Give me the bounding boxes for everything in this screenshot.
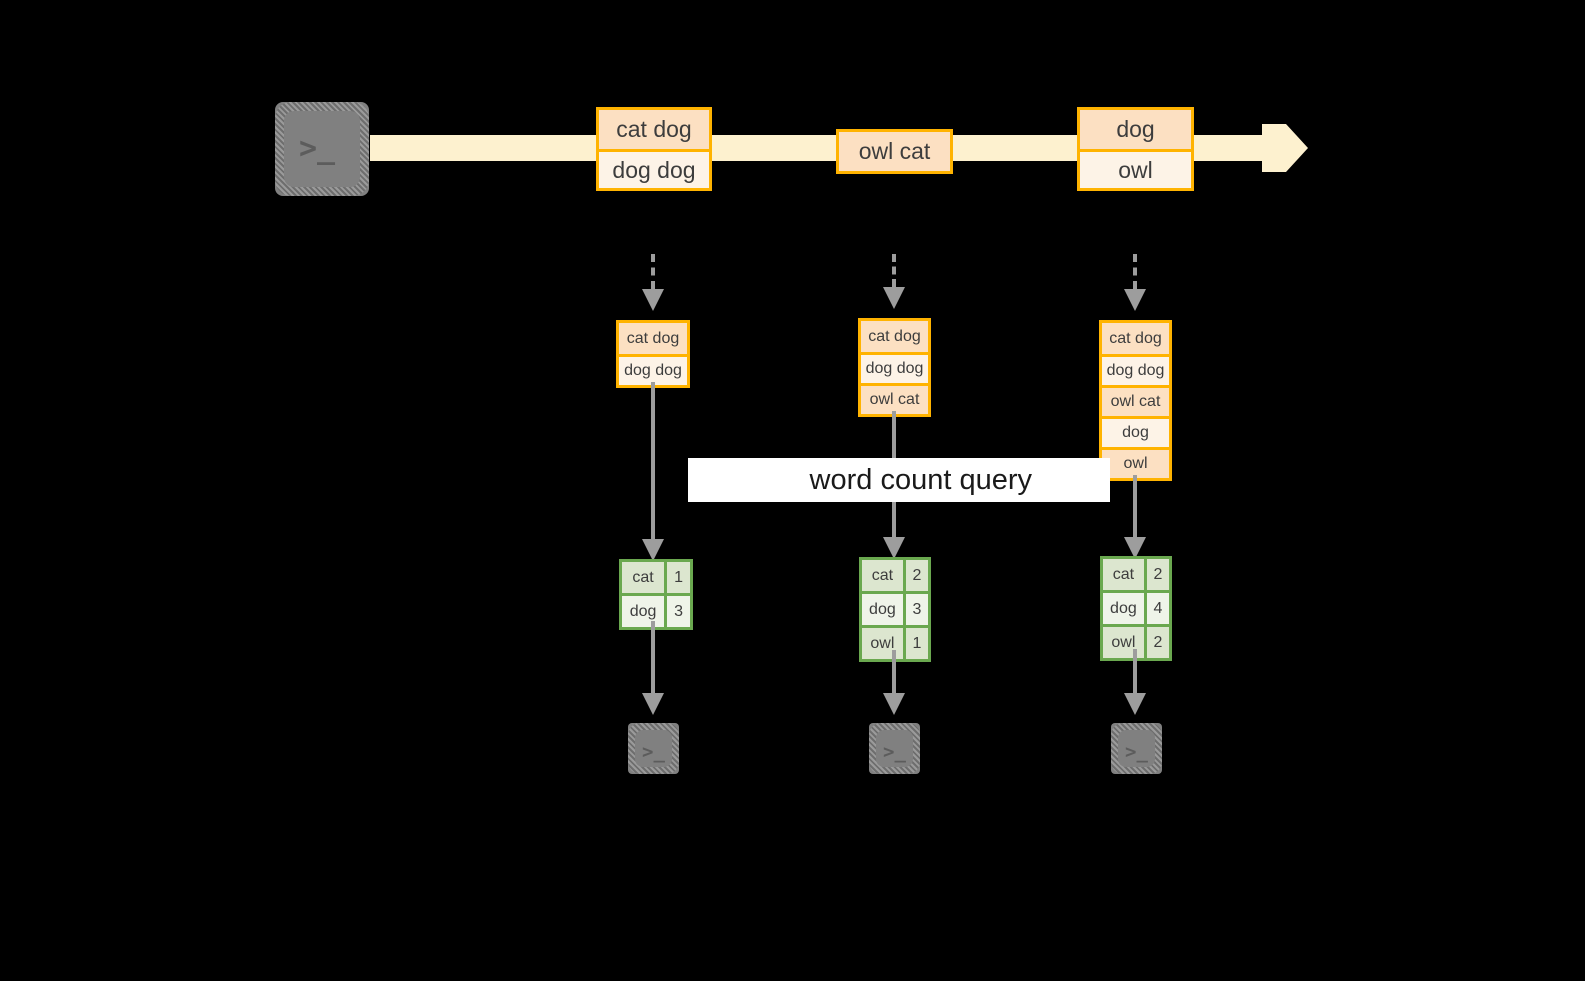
- stream-event-2: owl cat: [836, 129, 953, 174]
- stream-to-snapshot-connector-3: [1133, 254, 1137, 289]
- result-count: 3: [664, 596, 690, 627]
- stream-event-line: dog: [1080, 110, 1191, 149]
- snapshot-2-input-table: cat dog dog dog owl cat: [858, 318, 931, 417]
- snapshot-input-row: owl cat: [861, 383, 928, 414]
- result-word: dog: [862, 594, 903, 625]
- stream-event-line: dog dog: [599, 149, 709, 188]
- snapshot-input-row: owl: [1102, 447, 1169, 478]
- result-word: cat: [1103, 559, 1144, 590]
- terminal-screen: [876, 730, 913, 767]
- snapshot-input-row: cat dog: [861, 321, 928, 352]
- query-arrowhead-3: [1124, 537, 1146, 559]
- query-connector-3: [1133, 475, 1137, 537]
- terminal-prompt-glyph: >_: [1125, 741, 1148, 763]
- snapshot-3-input-table: cat dog dog dog owl cat dog owl: [1099, 320, 1172, 481]
- result-to-sink-connector-3: [1133, 649, 1137, 693]
- query-connector-1: [651, 382, 655, 539]
- snapshot-1-sink-terminal-icon: >_: [620, 715, 687, 782]
- result-word: owl: [862, 628, 903, 659]
- snapshot-1-input-table: cat dog dog dog: [616, 320, 690, 388]
- result-count: 2: [1143, 627, 1169, 658]
- source-terminal-icon: >_: [267, 94, 377, 204]
- snapshot-2-result-table: cat 2 dog 3 owl 1: [859, 557, 931, 662]
- snapshot-input-row: dog: [1102, 416, 1169, 447]
- stream-to-snapshot-arrowhead-3: [1124, 289, 1146, 311]
- snapshot-2-sink-terminal-icon: >_: [861, 715, 928, 782]
- snapshot-input-row: dog dog: [861, 352, 928, 383]
- result-row: owl 2: [1103, 624, 1169, 658]
- result-word: cat: [622, 562, 665, 593]
- result-row: cat 2: [1103, 559, 1169, 590]
- result-count: 1: [902, 628, 928, 659]
- snapshot-input-row: cat dog: [619, 323, 687, 354]
- event-stream-band-head-base: [1262, 124, 1286, 172]
- snapshot-input-row: owl cat: [1102, 385, 1169, 416]
- terminal-screen: [1118, 730, 1155, 767]
- result-count: 1: [664, 562, 690, 593]
- snapshot-input-row: dog dog: [619, 354, 687, 385]
- result-word: dog: [1103, 593, 1144, 624]
- terminal-prompt-glyph: >_: [299, 131, 336, 166]
- snapshot-input-row: dog dog: [1102, 354, 1169, 385]
- snapshot-1-result-table: cat 1 dog 3: [619, 559, 693, 630]
- result-row: cat 1: [622, 562, 690, 593]
- snapshot-3-sink-terminal-icon: >_: [1103, 715, 1170, 782]
- stream-event-1: cat dog dog dog: [596, 107, 712, 191]
- snapshot-3-result-table: cat 2 dog 4 owl 2: [1100, 556, 1172, 661]
- result-to-sink-arrowhead-2: [883, 693, 905, 715]
- event-stream-arrowhead: [1286, 124, 1308, 172]
- result-row: cat 2: [862, 560, 928, 591]
- result-to-sink-arrowhead-1: [642, 693, 664, 715]
- result-count: 2: [902, 560, 928, 591]
- query-arrowhead-2: [883, 537, 905, 559]
- query-label-band: word count query: [688, 458, 1110, 502]
- result-row: dog 3: [622, 593, 690, 627]
- terminal-prompt-glyph: >_: [642, 741, 665, 763]
- result-row: owl 1: [862, 625, 928, 659]
- result-to-sink-connector-2: [892, 650, 896, 693]
- result-to-sink-connector-1: [651, 621, 655, 693]
- terminal-prompt-glyph: >_: [883, 741, 906, 763]
- terminal-screen: [284, 111, 360, 187]
- stream-to-snapshot-connector-1: [651, 254, 655, 289]
- result-word: owl: [1103, 627, 1144, 658]
- query-arrowhead-1: [642, 539, 664, 561]
- result-count: 4: [1143, 593, 1169, 624]
- stream-to-snapshot-arrowhead-2: [883, 287, 905, 309]
- result-count: 3: [902, 594, 928, 625]
- result-count: 2: [1143, 559, 1169, 590]
- terminal-screen: [635, 730, 672, 767]
- stream-event-line: owl cat: [839, 132, 950, 171]
- query-label: word count query: [809, 463, 1032, 496]
- stream-event-line: cat dog: [599, 110, 709, 149]
- result-row: dog 4: [1103, 590, 1169, 624]
- stream-to-snapshot-arrowhead-1: [642, 289, 664, 311]
- stream-event-3: dog owl: [1077, 107, 1194, 191]
- result-to-sink-arrowhead-3: [1124, 693, 1146, 715]
- stream-to-snapshot-connector-2: [892, 254, 896, 287]
- result-word: dog: [622, 596, 665, 627]
- result-word: cat: [862, 560, 903, 591]
- stream-event-line: owl: [1080, 149, 1191, 188]
- snapshot-input-row: cat dog: [1102, 323, 1169, 354]
- result-row: dog 3: [862, 591, 928, 625]
